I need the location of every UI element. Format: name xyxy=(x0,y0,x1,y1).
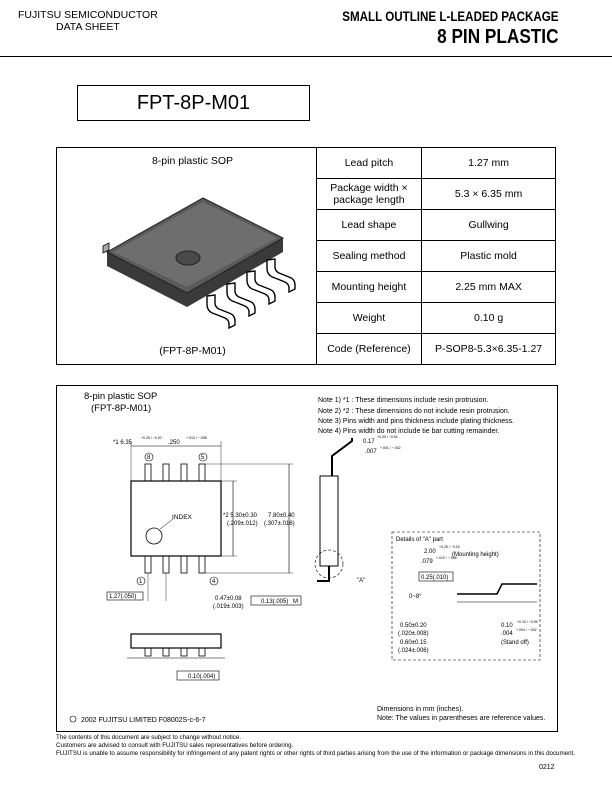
foot-length-inch: (.020±.008) xyxy=(398,631,429,637)
width-inch: (.209±.012) xyxy=(227,521,258,527)
length-tol: +0.25 / −0.20 xyxy=(141,436,162,440)
lead-thickness: 0.17 xyxy=(363,439,375,445)
notes: Note 1) *1 : These dimensions include re… xyxy=(318,397,514,435)
title-line1: SMALL OUTLINE L-LEADED PACKAGE xyxy=(341,9,558,24)
image-code: (FPT-8P-M01) xyxy=(159,345,226,357)
pin-labels: 8 5 1 4 xyxy=(136,452,219,586)
header-title: SMALL OUTLINE L-LEADED PACKAGE 8 PIN PLA… xyxy=(307,9,558,49)
diagram-title: 8-pin plastic SOP xyxy=(84,391,157,402)
package-image-cell: 8-pin plastic SOP (FPT-8P-M0 xyxy=(56,147,317,365)
standoff-tol: +0.10 / −0.05 xyxy=(517,620,538,624)
m-symbol: M xyxy=(293,599,298,605)
image-caption: 8-pin plastic SOP xyxy=(151,155,234,167)
footer-line-3: FUJITSU is unable to assume responsibili… xyxy=(56,750,575,757)
pin-label-5: 5 xyxy=(201,455,205,461)
length-dimension: *1 6.35 +0.25 / −0.20 .250 +.010 / −.008 xyxy=(113,436,222,482)
pitch-dimension: 1.27(.050) 0.47±0.08 (.019±.003) 0.13(.0… xyxy=(106,573,302,610)
note-1: Note 1) *1 : These dimensions include re… xyxy=(318,397,488,404)
standoff-value: 0.10 xyxy=(501,623,513,629)
coplanarity-value: 0.10(.004) xyxy=(188,674,215,680)
angle-value: 0~8° xyxy=(409,594,422,600)
standoff-label: (Stand off) xyxy=(501,640,529,646)
pin-label-8: 8 xyxy=(147,455,151,461)
copyright-text: 2002 FUJITSU LIMITED F08002S-c-6-7 xyxy=(81,717,206,724)
foot-length2: 0.60±0.15 xyxy=(400,640,427,646)
doc-type: DATA SHEET xyxy=(56,21,120,33)
end-view: "A" 0.17 +0.03 / −0.04 .007 +.001 / −.00… xyxy=(314,435,401,584)
top-view: INDEX xyxy=(130,463,222,574)
company-name: FUJITSU SEMICONDUCTOR xyxy=(18,9,158,21)
standoff-inch: .004 xyxy=(501,631,513,637)
lead-thickness-tol: +0.03 / −0.04 xyxy=(377,435,398,439)
pitch-value: 1.27(.050) xyxy=(109,594,136,600)
pin-label-1: 1 xyxy=(139,579,143,585)
pin-label-4: 4 xyxy=(212,579,216,585)
lead-thickness-inch: .007 xyxy=(365,449,377,455)
position-tol: 0.13(.005) xyxy=(261,599,288,605)
dimension-drawing: 8-pin plastic SOP (FPT-8P-M01) Note 1) *… xyxy=(56,385,558,732)
spec-value: P-SOP8-5.3×6.35-1.27 xyxy=(421,333,556,365)
detail-a: Details of "A" part 2.00 +0.25 / −0.15 .… xyxy=(391,531,541,661)
footer-line-2: Customers are advised to consult with FU… xyxy=(56,742,294,749)
diagram-code: (FPT-8P-M01) xyxy=(91,403,151,414)
gauge-value: 0.25(.010) xyxy=(421,575,448,581)
spec-table: 8-pin plastic SOP (FPT-8P-M0 xyxy=(56,147,556,365)
lead-width-value: 0.47±0.08 xyxy=(215,596,242,602)
spec-label: Sealing method xyxy=(315,240,423,272)
lead-thickness-inch-tol: +.001 / −.002 xyxy=(380,446,401,450)
header-divider xyxy=(0,56,612,57)
detail-height-inch-tol: +.010 / −.006 xyxy=(436,556,457,560)
package-code: FPT-8P-M01 xyxy=(136,91,251,114)
spec-label: Lead shape xyxy=(315,209,423,241)
total-width-inch: (.307±.016) xyxy=(264,521,295,527)
spec-label: Mounting height xyxy=(315,271,423,303)
foot-length2-inch: (.024±.006) xyxy=(398,648,429,654)
width-value: *2 5.30±0.30 xyxy=(223,513,258,519)
units-note-1: Dimensions in mm (inches). xyxy=(377,706,463,713)
footer: The contents of this document are subjec… xyxy=(56,734,575,758)
detail-height: 2.00 xyxy=(424,549,436,555)
spec-value: 0.10 g xyxy=(421,302,556,334)
spec-value: Gullwing xyxy=(421,209,556,241)
callout-a: "A" xyxy=(357,578,365,584)
detail-height-inch: .079 xyxy=(421,559,433,565)
copyright-icon xyxy=(69,715,77,723)
lead-width-inch: (.019±.003) xyxy=(213,604,244,610)
index-label: INDEX xyxy=(172,514,193,521)
title-line2: 8 PIN PLASTIC xyxy=(436,26,558,48)
units-note-2: Note: The values in parentheses are refe… xyxy=(377,715,545,722)
note-4: Note 4) Pins width do not include tie ba… xyxy=(318,428,499,435)
length-value: *1 6.35 xyxy=(113,440,133,446)
note-3: Note 3) Pins width and pins thickness in… xyxy=(318,418,514,425)
total-width-value: 7.80±0.40 xyxy=(268,513,295,519)
header-company: FUJITSU SEMICONDUCTOR DATA SHEET xyxy=(18,9,158,33)
side-view: 0.10(.004) xyxy=(127,633,225,681)
spec-label: Lead pitch xyxy=(315,147,423,179)
detail-height-tol: +0.25 / −0.15 xyxy=(439,545,460,549)
standoff-inch-tol: +.004 / −.002 xyxy=(516,628,537,632)
spec-value: 1.27 mm xyxy=(421,147,556,179)
width-dimension: *2 5.30±0.30 (.209±.012) 7.80±0.40 (.307… xyxy=(205,463,295,574)
spec-label: Package width × package length xyxy=(315,178,423,210)
footer-line-1: The contents of this document are subjec… xyxy=(56,734,242,741)
note-2: Note 2) *2 : These dimensions do not inc… xyxy=(318,408,510,415)
length-inch-tol: +.010 / −.008 xyxy=(186,436,207,440)
detail-title: Details of "A" part xyxy=(396,537,443,543)
dimension-svg: 8-pin plastic SOP (FPT-8P-M01) Note 1) *… xyxy=(69,391,545,724)
package-code-box: FPT-8P-M01 xyxy=(77,85,310,121)
detail-height-label: (Mounting height) xyxy=(452,552,499,558)
spec-value: Plastic mold xyxy=(421,240,556,272)
foot-length: 0.50±0.20 xyxy=(400,623,427,629)
length-inch: .250 xyxy=(168,440,180,446)
spec-label: Code (Reference) xyxy=(315,333,423,365)
spec-value: 5.3 × 6.35 mm xyxy=(421,178,556,210)
spec-label: Weight xyxy=(315,302,423,334)
spec-value: 2.25 mm MAX xyxy=(421,271,556,303)
package-illustration xyxy=(102,197,296,330)
page-number: 0212 xyxy=(539,764,555,771)
